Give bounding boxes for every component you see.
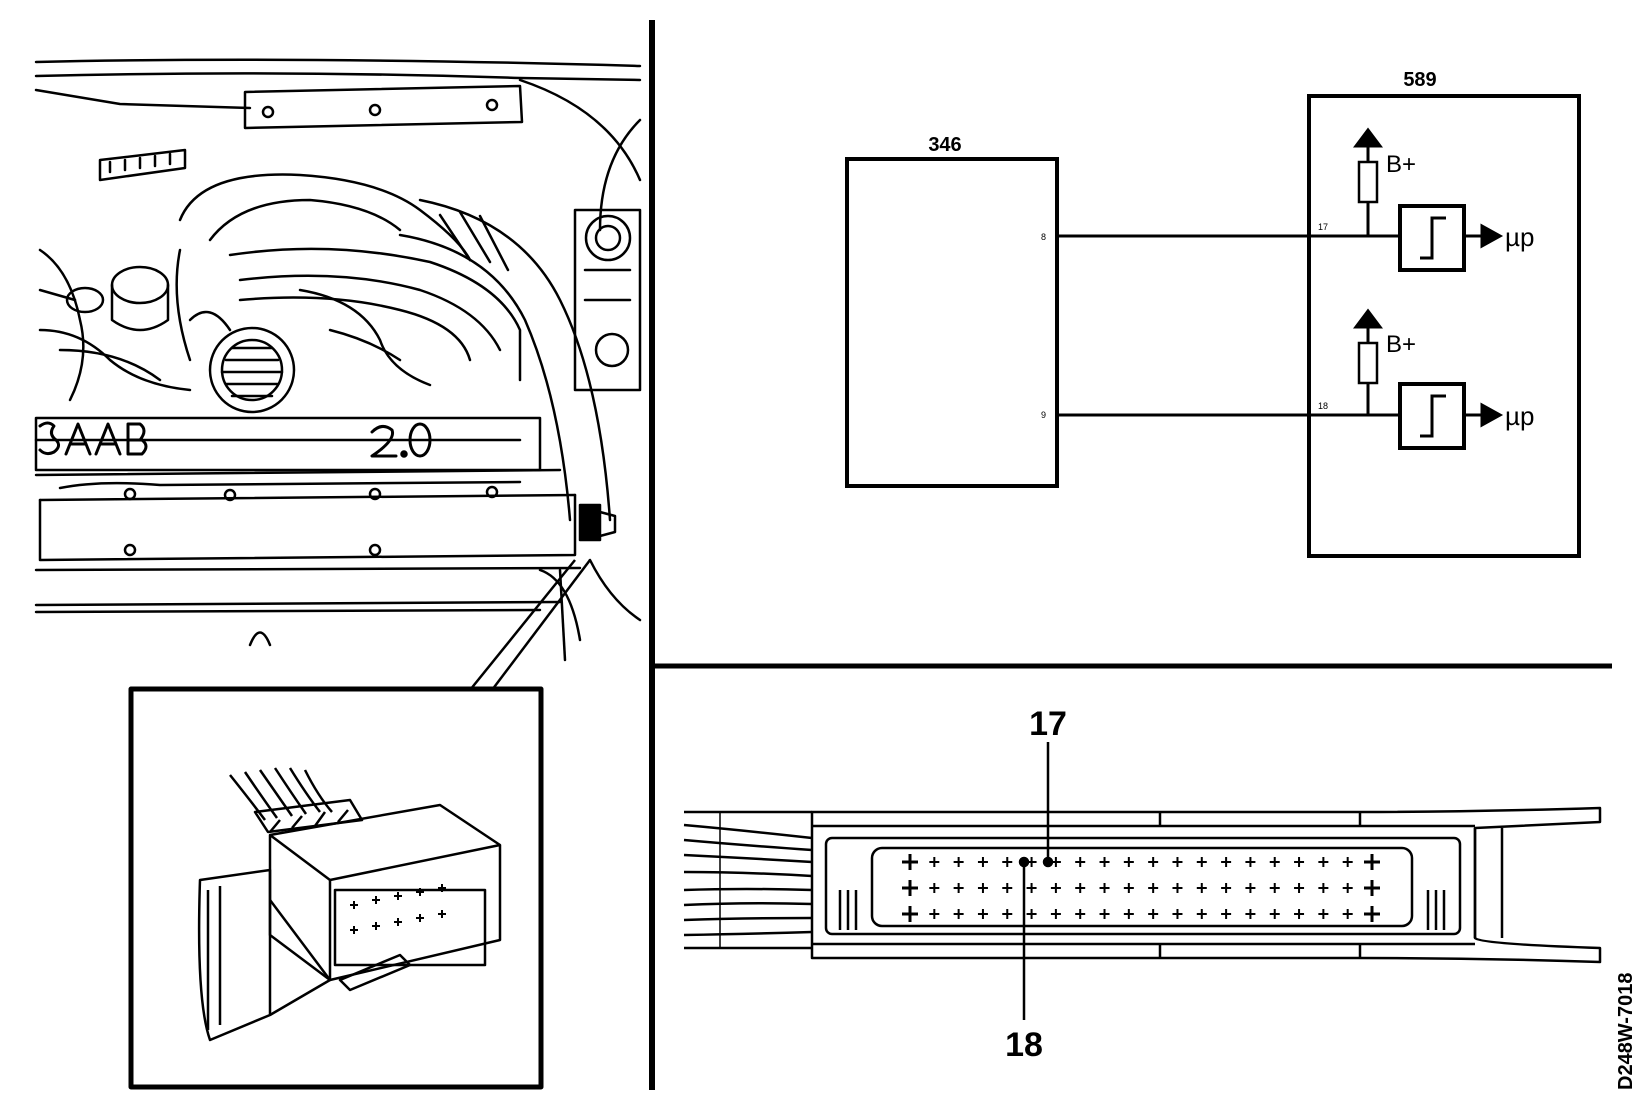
- connector-pin: [1148, 883, 1159, 893]
- connector-pin: [1026, 909, 1037, 919]
- connector-pin: [1148, 857, 1159, 867]
- connector-pin: [1196, 909, 1207, 919]
- engine-bay-illustration: [34, 58, 642, 662]
- output-arrow-icon: [1480, 402, 1504, 428]
- connector-pin: [1221, 857, 1232, 867]
- pin-callout-17: 17: [1029, 705, 1067, 743]
- connector-pin: [1172, 909, 1183, 919]
- pin-callout-18: 18: [1005, 1026, 1043, 1064]
- connector-pin: [977, 857, 988, 867]
- connector-pin: [1245, 909, 1256, 919]
- connector-pin: [1294, 909, 1305, 919]
- control-module-589: [1307, 94, 1581, 558]
- control-module-346: [845, 157, 1059, 488]
- connector-pin: [953, 909, 964, 919]
- connector-pin: [953, 883, 964, 893]
- connector-pin: [1075, 909, 1086, 919]
- connector-pin: [1364, 880, 1380, 896]
- output-label-18: µp: [1505, 401, 1534, 431]
- connector-pin: [1364, 854, 1380, 870]
- connector-pin: [977, 909, 988, 919]
- module-589-pin-18: 18: [1318, 401, 1328, 411]
- connector-pin: [1050, 909, 1061, 919]
- supply-label-18: B+: [1386, 331, 1416, 358]
- panel-dividers: [649, 20, 1612, 1090]
- output-label-17: µp: [1505, 222, 1534, 252]
- pin-callout-leaders: [1018, 742, 1054, 1020]
- connector-pin: [929, 857, 940, 867]
- connector-pin: [1050, 883, 1061, 893]
- module-346-pin-9: 9: [1041, 410, 1046, 420]
- connector-pin: [1269, 909, 1280, 919]
- connector-pin: [1026, 883, 1037, 893]
- connector-pin: [902, 880, 918, 896]
- connector-inset: [128, 686, 544, 1090]
- input-channel-18: [1353, 308, 1504, 450]
- connector-pin: [902, 854, 918, 870]
- connector-pin: [1123, 883, 1134, 893]
- inset-callout-lines: [469, 559, 591, 691]
- connector-pin: [1196, 883, 1207, 893]
- connector-pin: [953, 857, 964, 867]
- pullup-resistor: [1357, 341, 1379, 385]
- ecu-connector-illustration: [683, 806, 1602, 964]
- connector-pin: [977, 883, 988, 893]
- connector-pin: [1099, 857, 1110, 867]
- connector-pin: [1342, 909, 1353, 919]
- connector-pin: [1002, 909, 1013, 919]
- module-346-pin-8: 8: [1041, 232, 1046, 242]
- connector-pin: [1294, 857, 1305, 867]
- connector-pin: [1294, 883, 1305, 893]
- module-589-label: 589: [1403, 69, 1436, 91]
- connector-pin: [1172, 857, 1183, 867]
- connector-pin: [1123, 909, 1134, 919]
- connector-pin: [929, 909, 940, 919]
- supply-arrow-icon: [1353, 308, 1383, 329]
- connector-pin: [902, 906, 918, 922]
- connector-pin: [1002, 883, 1013, 893]
- connector-pin: [1245, 857, 1256, 867]
- connector-pin: [1364, 906, 1380, 922]
- connector-pin: [1099, 883, 1110, 893]
- connector-pin: [1099, 909, 1110, 919]
- connector-pin: [1342, 883, 1353, 893]
- schmitt-trigger: [1398, 204, 1466, 272]
- connector-pin: [1269, 857, 1280, 867]
- supply-arrow-icon: [1353, 127, 1383, 148]
- ecu-pin-grid: [902, 854, 1380, 922]
- connector-pin: [1075, 857, 1086, 867]
- connector-pin: [929, 883, 940, 893]
- input-channel-17: [1353, 127, 1504, 272]
- connector-pin: [1269, 883, 1280, 893]
- connector-pin: [1172, 883, 1183, 893]
- connector-pin: [1221, 909, 1232, 919]
- figure-code: D248W-7018: [1615, 973, 1637, 1090]
- connector-pin: [1221, 883, 1232, 893]
- connector-pin: [1318, 883, 1329, 893]
- connector-pin: [1318, 857, 1329, 867]
- connector-pin: [1002, 857, 1013, 867]
- connector-pin: [1123, 857, 1134, 867]
- connector-pin: [1342, 857, 1353, 867]
- connector-pin: [1075, 883, 1086, 893]
- supply-label-17: B+: [1386, 151, 1416, 178]
- connector-pin: [1318, 909, 1329, 919]
- connector-pin: [1196, 857, 1207, 867]
- connector-pin: [1245, 883, 1256, 893]
- module-346-label: 346: [928, 134, 961, 156]
- wiring-schematic: 346 8 9 589 17 18 B+ µp: [845, 69, 1581, 558]
- pullup-resistor: [1357, 160, 1379, 204]
- output-arrow-icon: [1480, 223, 1504, 249]
- module-589-pin-17: 17: [1318, 222, 1328, 232]
- connector-pin: [1148, 909, 1159, 919]
